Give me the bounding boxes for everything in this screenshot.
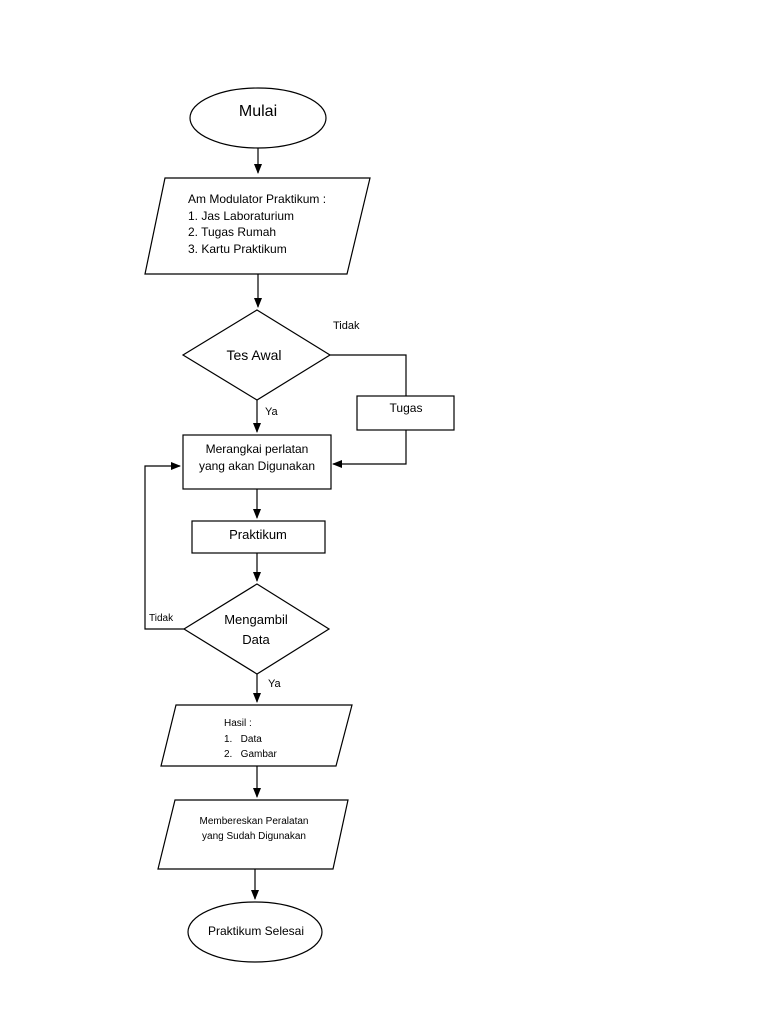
arrow-pretest-no: [330, 354, 407, 396]
input-requirements-title: Am Modulator Praktikum :: [188, 192, 327, 206]
input-requirements-text: Am Modulator Praktikum : 1. Jas Laboratu…: [188, 191, 326, 257]
output-results-title: Hasil :: [224, 718, 252, 729]
cleanup-box-text: Membereskan Peralatan yang Sudah Digunak…: [200, 814, 309, 844]
task-box-shape: [356, 395, 455, 431]
output-results-text: Hasil : 1. Data 2. Gambar: [224, 716, 277, 763]
cleanup-box-shape: [157, 799, 349, 870]
output-result-item: 1. Data: [224, 733, 262, 745]
arrow-task-to-assemble: [332, 430, 407, 468]
assemble-box-line: yang akan Digunakan: [198, 458, 316, 473]
output-results-shape: [160, 704, 353, 767]
decision-data-no-label: Tidak: [149, 613, 174, 624]
decision-pretest-yes-label: Ya: [265, 406, 278, 418]
cleanup-box-line: Membereskan Peralatan: [199, 816, 309, 827]
end-terminator: [187, 901, 323, 963]
assemble-box-line: Merangkai perlatan: [205, 442, 309, 456]
assemble-box-shape: [182, 434, 332, 490]
cleanup-box-line: yang Sudah Digunakan: [202, 831, 306, 842]
decision-data-text: Mengambil Data: [224, 610, 288, 650]
task-box-label: Tugas: [389, 401, 423, 415]
decision-data-line: Mengambil: [224, 612, 288, 627]
input-requirement-item: 3. Kartu Praktikum: [188, 241, 287, 256]
practicum-box-shape: [191, 520, 326, 554]
decision-pretest-no-label: Tidak: [333, 320, 360, 332]
start-label: Mulai: [238, 103, 278, 120]
end-label: Praktikum Selesai: [207, 924, 305, 938]
output-result-item: 2. Gambar: [224, 749, 277, 760]
decision-data-yes-label: Ya: [268, 678, 281, 690]
practicum-box-label: Praktikum: [229, 527, 287, 542]
input-requirement-item: 2. Tugas Rumah: [188, 225, 277, 239]
assemble-box-text: Merangkai perlatan yang akan Digunakan: [199, 441, 315, 474]
arrow-data-no-loop: [144, 462, 184, 630]
decision-data-line: Data: [242, 632, 270, 647]
input-requirements-shape: [144, 177, 371, 275]
input-requirement-item: 1. Jas Laboraturium: [188, 208, 295, 223]
decision-pretest-label: Tes Awal: [226, 347, 282, 363]
